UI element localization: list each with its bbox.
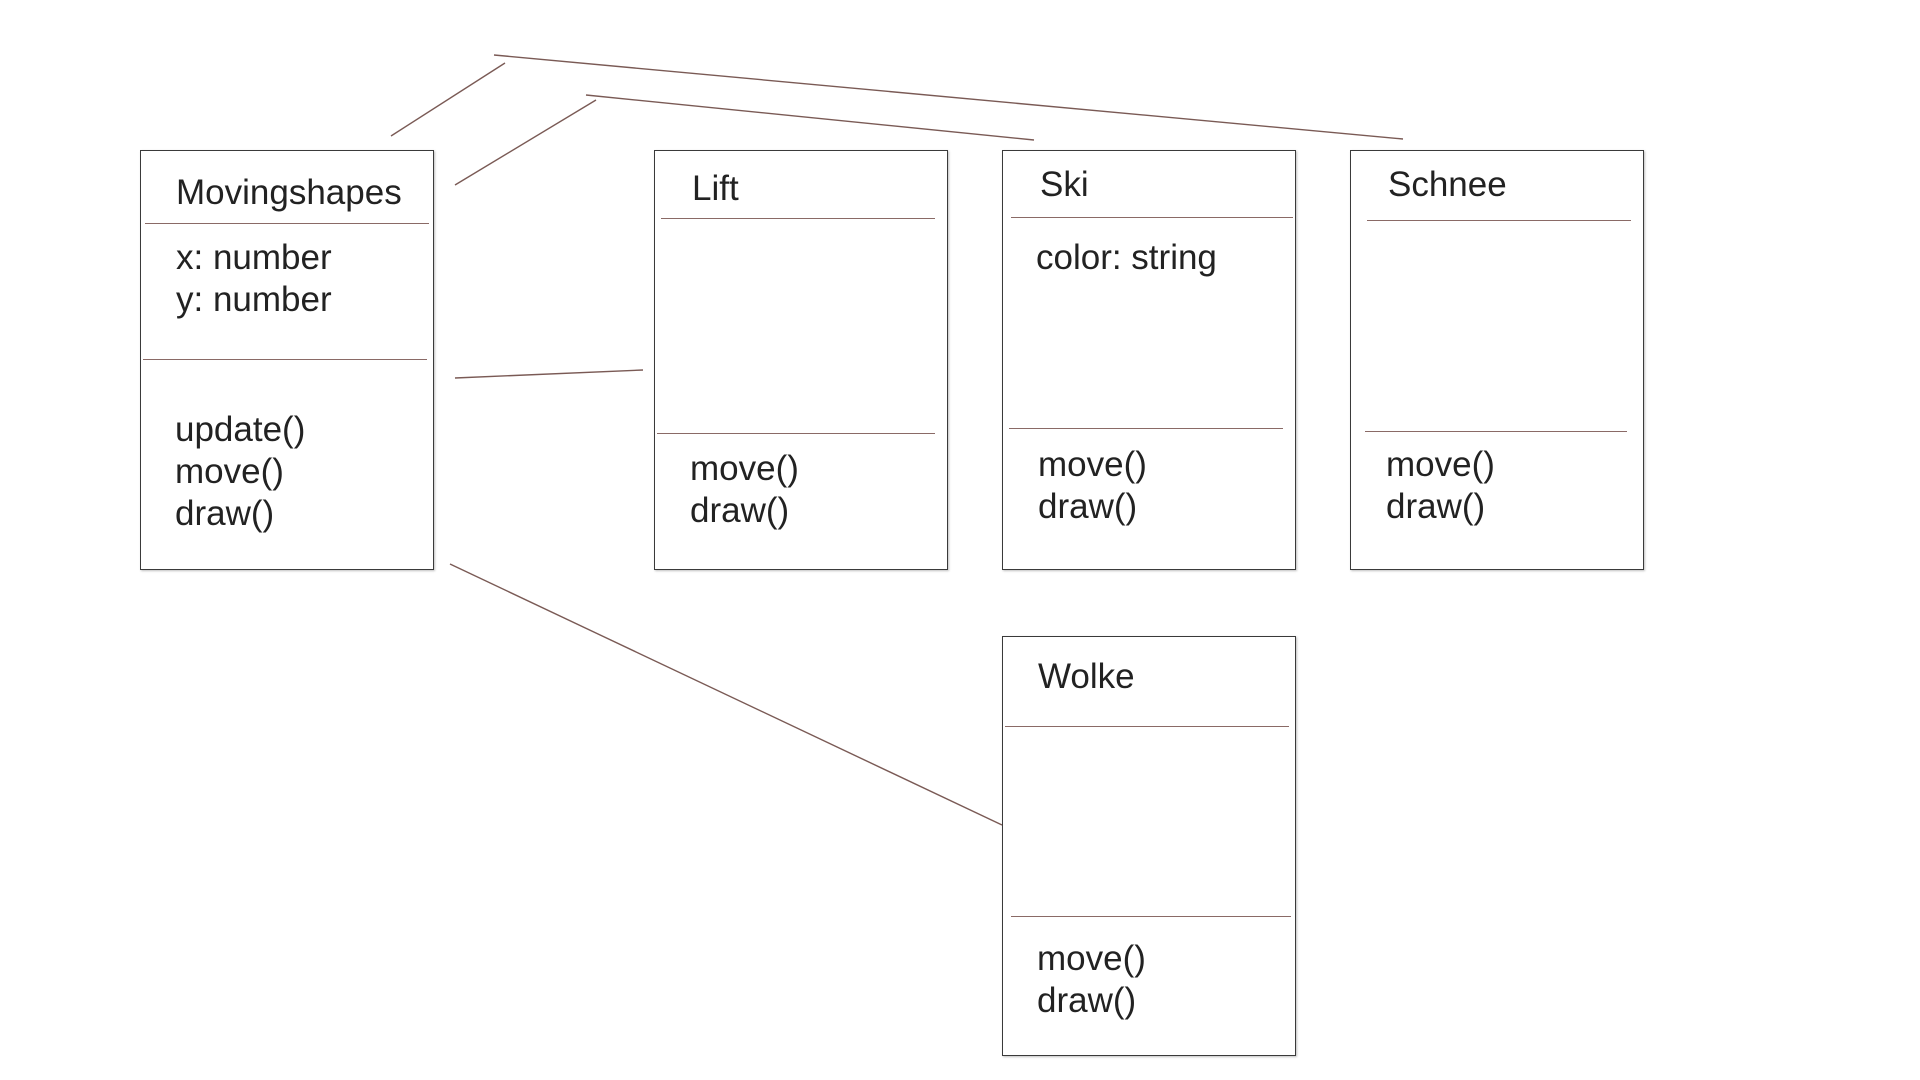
method: draw() bbox=[1386, 487, 1486, 526]
class-name: Lift bbox=[692, 169, 739, 208]
attribute: x: number bbox=[176, 238, 332, 277]
attribute: color: string bbox=[1036, 238, 1217, 277]
class-name: Movingshapes bbox=[176, 173, 402, 212]
connector-movingshapes-ski-b bbox=[585, 94, 1035, 141]
method-list: move() draw() bbox=[1037, 938, 1146, 1022]
connector-movingshapes-schnee-a bbox=[390, 62, 506, 137]
method: draw() bbox=[1037, 981, 1137, 1020]
attribute-separator bbox=[1011, 916, 1291, 917]
method: move() bbox=[1386, 445, 1495, 484]
attribute-separator bbox=[143, 359, 427, 360]
method-list: update() move() draw() bbox=[175, 409, 305, 535]
method: update() bbox=[175, 410, 306, 449]
method: move() bbox=[175, 452, 284, 491]
class-box-ski: Ski color: string move() draw() bbox=[1002, 150, 1296, 570]
method: draw() bbox=[690, 491, 790, 530]
method: move() bbox=[1037, 939, 1146, 978]
attribute-separator bbox=[1009, 428, 1283, 429]
connector-movingshapes-ski-a bbox=[454, 99, 597, 186]
class-name: Schnee bbox=[1388, 165, 1507, 204]
attribute-separator bbox=[657, 433, 935, 434]
class-box-lift: Lift move() draw() bbox=[654, 150, 948, 570]
name-separator bbox=[1011, 217, 1293, 218]
class-box-schnee: Schnee move() draw() bbox=[1350, 150, 1644, 570]
class-name: Wolke bbox=[1038, 657, 1135, 696]
attribute-separator bbox=[1365, 431, 1627, 432]
name-separator bbox=[661, 218, 935, 219]
method-list: move() draw() bbox=[690, 448, 799, 532]
name-separator bbox=[145, 223, 429, 224]
method-list: move() draw() bbox=[1038, 444, 1147, 528]
name-separator bbox=[1367, 220, 1631, 221]
attribute: y: number bbox=[176, 280, 332, 319]
attribute-list: x: number y: number bbox=[176, 237, 332, 321]
attribute-list: color: string bbox=[1036, 237, 1217, 279]
connector-movingshapes-schnee-b bbox=[493, 54, 1404, 140]
name-separator bbox=[1005, 726, 1289, 727]
method: move() bbox=[690, 449, 799, 488]
method: draw() bbox=[1038, 487, 1138, 526]
method: move() bbox=[1038, 445, 1147, 484]
connector-movingshapes-lift bbox=[454, 369, 644, 379]
class-box-wolke: Wolke move() draw() bbox=[1002, 636, 1296, 1056]
class-box-movingshapes: Movingshapes x: number y: number update(… bbox=[140, 150, 434, 570]
class-name: Ski bbox=[1040, 165, 1089, 204]
method-list: move() draw() bbox=[1386, 444, 1495, 528]
method: draw() bbox=[175, 494, 275, 533]
connector-movingshapes-wolke bbox=[449, 563, 1003, 826]
